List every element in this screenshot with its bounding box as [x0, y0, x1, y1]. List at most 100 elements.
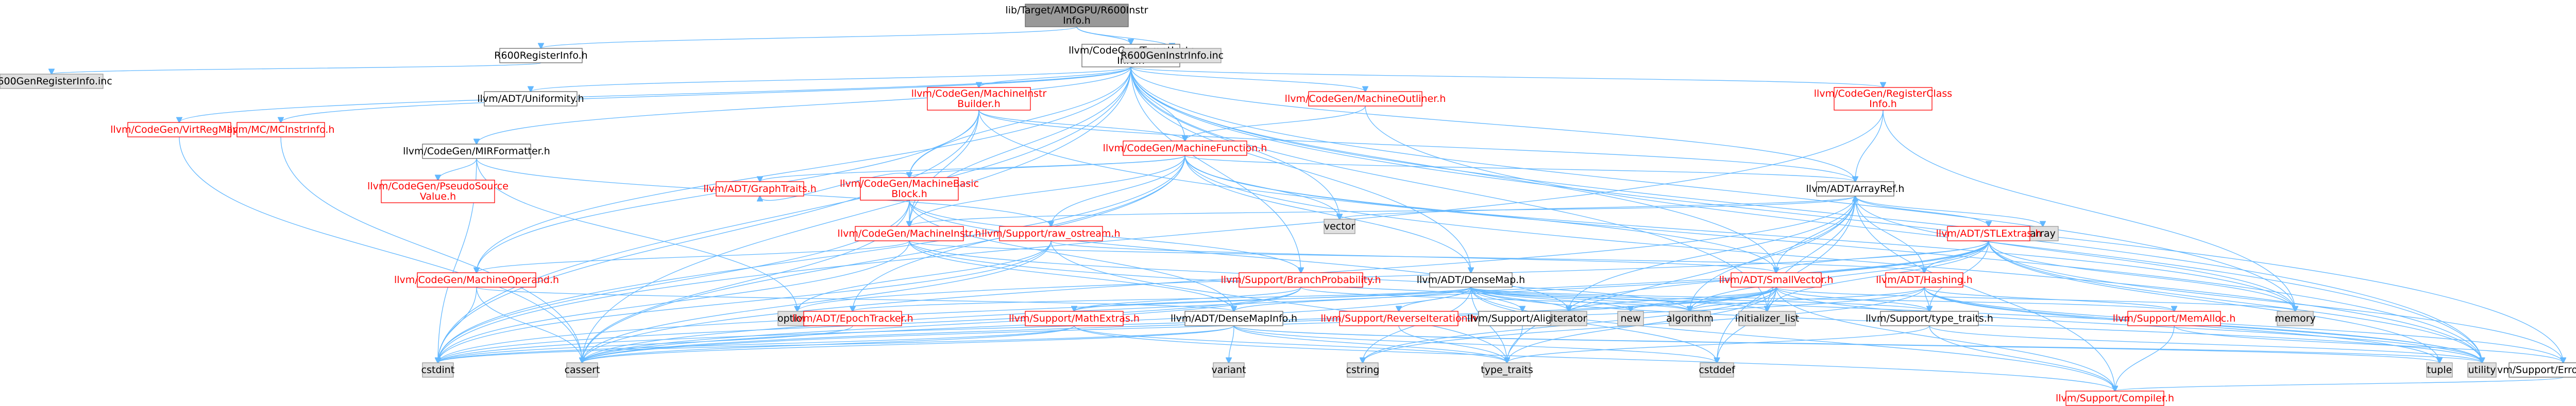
node-stlextras[interactable]: llvm/ADT/STLExtras.h — [1936, 226, 2042, 241]
dependency-edge — [1924, 287, 2563, 363]
node-typetraitsllvm[interactable]: llvm/Support/type_traits.h — [1866, 311, 1993, 326]
node-r600reginfo[interactable]: R600RegisterInfo.h — [494, 48, 588, 63]
node-graphtraits[interactable]: llvm/ADT/GraphTraits.h — [703, 181, 817, 197]
node-box — [1308, 91, 1422, 107]
dependency-edge — [2115, 325, 2175, 391]
dependency-edge — [1855, 196, 2295, 311]
dependency-edge — [1470, 287, 1631, 311]
dependency-edge — [438, 240, 910, 363]
node-box — [1184, 311, 1283, 326]
dependency-edge — [1051, 155, 1185, 226]
dependency-edge — [1855, 196, 1924, 273]
node-algorithm[interactable]: algorithm — [1666, 311, 1714, 326]
node-label: llvm/ADT/Hashing.h — [1876, 274, 1973, 286]
node-vrmap[interactable]: llvm/CodeGen/VirtRegMap.h — [110, 122, 248, 137]
node-box — [2509, 362, 2576, 378]
dependency-edge — [1855, 196, 1989, 226]
node-iterator[interactable]: iterator — [1550, 311, 1587, 326]
node-box — [1239, 272, 1363, 288]
node-alignof[interactable]: llvm/Support/AlignOf.h — [1467, 311, 1578, 326]
node-label: Info.h — [1063, 15, 1091, 26]
node-box — [499, 48, 583, 63]
node-mirfmt[interactable]: llvm/CodeGen/MIRFormatter.h — [403, 144, 550, 159]
dependency-edge — [1507, 196, 1856, 363]
node-rawos[interactable]: llvm/Support/raw_ostream.h — [981, 226, 1121, 241]
node-smallvector[interactable]: llvm/ADT/SmallVector.h — [1719, 272, 1834, 288]
node-moperand[interactable]: llvm/CodeGen/MachineOperand.h — [394, 272, 559, 288]
node-label: llvm/Support/raw_ostream.h — [981, 228, 1120, 239]
node-label: cstddef — [1699, 364, 1736, 376]
dependency-edge — [1130, 66, 1471, 273]
node-label: memory — [2275, 313, 2315, 324]
dependency-edge — [798, 240, 1989, 311]
node-label: llvm/CodeGen/MachineFunction.h — [1103, 143, 1267, 154]
node-box — [0, 74, 104, 89]
node-reverseiter[interactable]: llvm/Support/ReverseIteration.h — [1320, 311, 1477, 326]
dependency-edge — [1233, 325, 1717, 363]
node-box — [2277, 311, 2314, 326]
dependency-edge — [1470, 287, 1767, 311]
node-label: R600RegisterInfo.h — [494, 50, 587, 61]
dependency-edge — [1185, 105, 1366, 141]
node-compiler[interactable]: llvm/Support/Compiler.h — [2056, 391, 2174, 406]
node-label: llvm/Support/ReverseIteration.h — [1320, 313, 1477, 324]
node-memory[interactable]: memory — [2275, 311, 2316, 326]
node-densemapinfo[interactable]: llvm/ADT/DenseMapInfo.h — [1171, 311, 1297, 326]
node-cassert[interactable]: cassert — [565, 362, 600, 378]
node-errorhandling[interactable]: llvm/Support/ErrorHandling.h — [2492, 362, 2576, 378]
node-label: variant — [1211, 364, 1246, 376]
dependency-edge — [1130, 66, 2482, 363]
node-densemap[interactable]: llvm/ADT/DenseMap.h — [1417, 272, 1525, 288]
node-initlist[interactable]: initializer_list — [1735, 311, 1799, 326]
node-label: llvm/CodeGen/PseudoSource — [367, 181, 509, 192]
dependency-edge — [1470, 287, 1690, 311]
dependency-edge — [1988, 240, 2295, 311]
node-typetraits[interactable]: type_traits — [1481, 362, 1533, 378]
node-arrayref[interactable]: llvm/ADT/ArrayRef.h — [1806, 181, 1905, 197]
node-cstddef[interactable]: cstddef — [1699, 362, 1736, 378]
node-box — [1123, 140, 1247, 156]
node-minstr[interactable]: llvm/CodeGen/MachineInstr.h — [838, 226, 981, 241]
dependency-edge — [476, 158, 798, 311]
node-tuple[interactable]: tuple — [2426, 362, 2453, 378]
dependency-edge — [909, 110, 979, 226]
node-r600geninstr[interactable]: R600GenInstrInfo.inc — [1121, 48, 1224, 63]
node-epochtracker[interactable]: llvm/ADT/EpochTracker.h — [792, 311, 913, 326]
node-label: llvm/Support/MemAlloc.h — [2113, 313, 2236, 324]
dependency-edge — [1855, 196, 2043, 226]
node-mathextras[interactable]: llvm/Support/MathExtras.h — [1009, 311, 1140, 326]
dependency-edge — [582, 196, 1856, 363]
node-memalloc[interactable]: llvm/Support/MemAlloc.h — [2113, 311, 2236, 326]
dependency-edge — [582, 240, 1052, 363]
node-cstring[interactable]: cstring — [1346, 362, 1380, 378]
dependency-edge — [853, 287, 1471, 311]
node-branchprob[interactable]: llvm/Support/BranchProbability.h — [1221, 272, 1381, 288]
node-label: llvm/Support/BranchProbability.h — [1221, 274, 1381, 286]
node-new[interactable]: new — [1617, 311, 1644, 326]
dependency-edge — [1074, 325, 1507, 363]
node-label: array — [2030, 228, 2056, 239]
node-variant[interactable]: variant — [1211, 362, 1246, 378]
dependency-edge — [541, 26, 1077, 48]
node-hashing[interactable]: llvm/ADT/Hashing.h — [1876, 272, 1973, 288]
node-uniformity[interactable]: llvm/ADT/Uniformity.h — [477, 91, 584, 107]
node-r600genreg[interactable]: R600GenRegisterInfo.inc — [0, 74, 112, 89]
dependency-edge — [582, 287, 1777, 363]
node-vector[interactable]: vector — [1324, 219, 1355, 234]
node-utility[interactable]: utility — [2467, 362, 2497, 378]
dependency-edge — [438, 240, 1052, 363]
dependency-edge — [798, 240, 1052, 311]
node-moutliner[interactable]: llvm/CodeGen/MachineOutliner.h — [1285, 91, 1446, 107]
node-mcinstr[interactable]: llvm/MC/MCInstrInfo.h — [227, 122, 335, 137]
node-mf[interactable]: llvm/CodeGen/MachineFunction.h — [1103, 140, 1267, 156]
node-box — [236, 122, 325, 137]
node-box — [1947, 226, 2030, 241]
node-cstdint[interactable]: cstdint — [421, 362, 455, 378]
node-label: R600GenRegisterInfo.inc — [0, 76, 112, 87]
node-box — [1669, 311, 1711, 326]
